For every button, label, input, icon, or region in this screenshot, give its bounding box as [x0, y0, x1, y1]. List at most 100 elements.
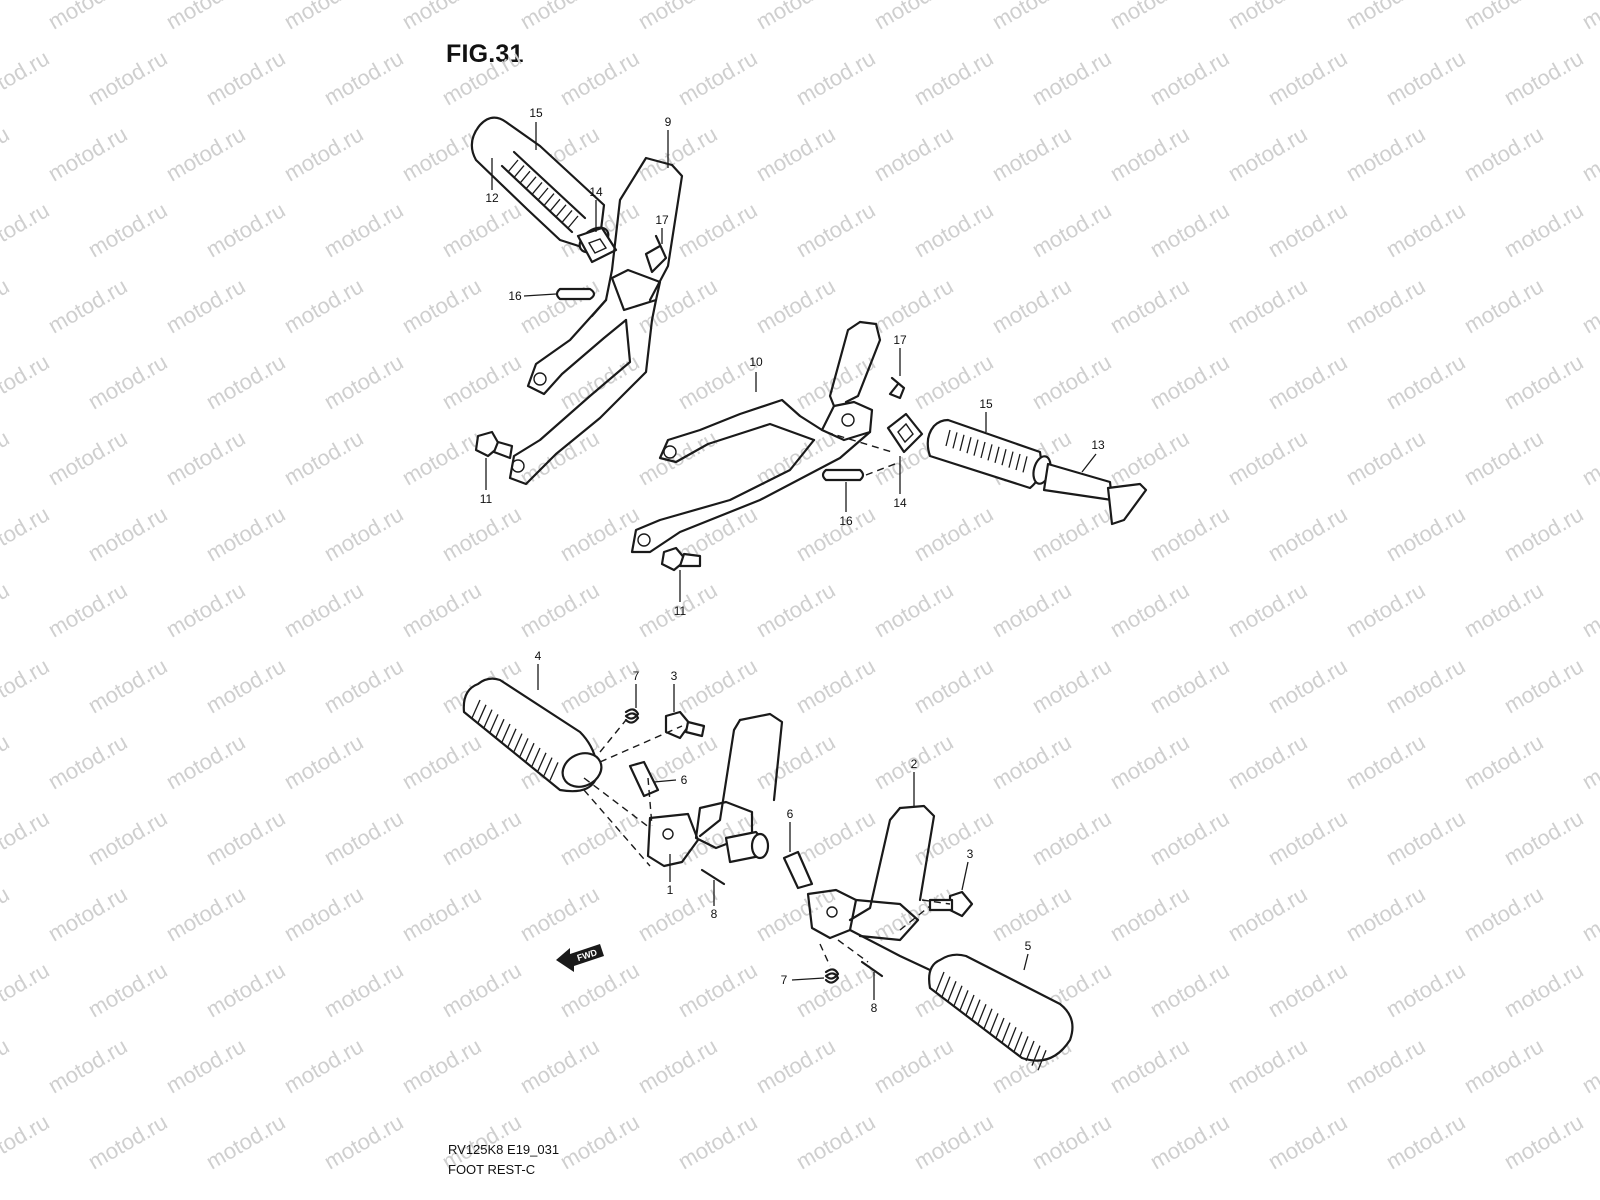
figure-title: FIG.31: [446, 40, 524, 68]
watermark-text: motod.ru: [438, 45, 526, 110]
watermark-text: motod.ru: [1342, 577, 1430, 642]
watermark-text: motod.ru: [1382, 805, 1470, 870]
watermark-text: motod.ru: [398, 881, 486, 946]
watermark-text: motod.ru: [1224, 577, 1312, 642]
callout-8-right: 8: [871, 1001, 878, 1015]
watermark-text: motod.ru: [792, 45, 880, 110]
split-pin-right: [860, 960, 884, 978]
watermark-text: motod.ru: [1224, 273, 1312, 338]
watermark-text: motod.ru: [1342, 425, 1430, 490]
callout-11-right: 11: [674, 604, 687, 618]
watermark-text: motod.ru: [162, 425, 250, 490]
watermark-text: motod.ru: [988, 0, 1076, 34]
watermark-text: motod.ru: [1028, 45, 1116, 110]
watermark-text: motod.ru: [792, 1109, 880, 1174]
callout-3-right: 3: [967, 847, 974, 861]
watermark-text: motod.ru: [320, 45, 408, 110]
watermark-text: motod.ru: [634, 0, 722, 34]
bolt-front-right: [928, 890, 974, 918]
watermark-text: motod.ru: [84, 197, 172, 262]
forward-arrow-icon: FWD: [556, 944, 604, 972]
rear-right-footrest-assembly: [630, 320, 1148, 572]
watermark-text: motod.ru: [870, 577, 958, 642]
front-footrest-rubber-left: [462, 677, 603, 793]
watermark-text: motod.ru: [162, 729, 250, 794]
watermark-text: motod.ru: [910, 653, 998, 718]
watermark-text: motod.ru: [44, 1033, 132, 1098]
pin-front-right: [782, 850, 814, 890]
callout-1: 1: [667, 883, 674, 897]
watermark-text: motod.ru: [634, 273, 722, 338]
pivot-pin-right: [821, 468, 865, 482]
watermark-text: motod.ru: [162, 881, 250, 946]
watermark-text: motod.ru: [674, 197, 762, 262]
watermark-text: motod.ru: [1028, 349, 1116, 414]
watermark-text: motod.ru: [320, 957, 408, 1022]
watermark-text: motod.ru: [162, 1033, 250, 1098]
watermark-text: motod.ru: [1028, 501, 1116, 566]
watermark-text: motod.ru: [0, 349, 53, 414]
watermark-text: motod.ru: [162, 0, 250, 34]
watermark-text: motod.ru: [280, 881, 368, 946]
watermark-text: motod.ru: [634, 1033, 722, 1098]
watermark-text: motod.ru: [674, 1109, 762, 1174]
watermark-text: motod.ru: [988, 577, 1076, 642]
watermark-text: motod.ru: [202, 1109, 290, 1174]
watermark-text: motod.ru: [752, 1033, 840, 1098]
watermark-text: motod.ru: [280, 0, 368, 34]
watermark-text: motod.ru: [1028, 197, 1116, 262]
watermark-text: motod.ru: [1578, 729, 1600, 794]
watermark-text: motod.ru: [556, 501, 644, 566]
watermark-text: motod.ru: [1460, 729, 1548, 794]
watermark-text: motod.ru: [870, 121, 958, 186]
watermark-text: motod.ru: [320, 197, 408, 262]
watermark-text: motod.ru: [1264, 45, 1352, 110]
callout-3-left: 3: [671, 669, 678, 683]
callout-12: 12: [485, 191, 499, 205]
watermark-text: motod.ru: [280, 729, 368, 794]
watermark-text: motod.ru: [1578, 273, 1600, 338]
watermark-text: motod.ru: [1460, 881, 1548, 946]
watermark-text: motod.ru: [870, 273, 958, 338]
watermark-text: motod.ru: [0, 1033, 13, 1098]
watermark-text: motod.ru: [1028, 1109, 1116, 1174]
watermark-text: motod.ru: [1106, 273, 1194, 338]
watermark-text: motod.ru: [1460, 425, 1548, 490]
watermark-text: motod.ru: [1500, 805, 1588, 870]
front-footrest-rubber-right: [928, 953, 1074, 1071]
watermark-text: motod.ru: [398, 729, 486, 794]
watermark-text: motod.ru: [634, 425, 722, 490]
watermark-text: motod.ru: [1146, 805, 1234, 870]
watermark-text: motod.ru: [674, 957, 762, 1022]
watermark-text: motod.ru: [1264, 501, 1352, 566]
watermark-text: motod.ru: [556, 45, 644, 110]
drawing-code: RV125K8 E19_031: [448, 1142, 560, 1157]
watermark-text: motod.ru: [870, 0, 958, 34]
watermark-text: motod.ru: [0, 729, 13, 794]
spring-clip-right: [888, 376, 906, 400]
pivot-pin-left: [555, 287, 596, 301]
watermark-text: motod.ru: [988, 121, 1076, 186]
watermark-text: motod.ru: [1500, 653, 1588, 718]
spring-left: [624, 708, 640, 724]
watermark-text: motod.ru: [516, 0, 604, 34]
watermark-text: motod.ru: [870, 881, 958, 946]
watermark-text: motod.ru: [556, 805, 644, 870]
watermark-text: motod.ru: [280, 425, 368, 490]
watermark-text: motod.ru: [202, 45, 290, 110]
spring-clip-left: [644, 234, 668, 274]
watermark-text: motod.ru: [438, 957, 526, 1022]
watermark-text: motod.ru: [202, 501, 290, 566]
watermark-text: motod.ru: [1106, 729, 1194, 794]
callout-13: 13: [1091, 438, 1105, 452]
callout-leaders: [485, 122, 1097, 1000]
washer-right: [886, 412, 924, 454]
watermark-text: motod.ru: [0, 881, 13, 946]
watermark-text: motod.ru: [1500, 349, 1588, 414]
watermark-text: motod.ru: [1146, 501, 1234, 566]
watermark-text: motod.ru: [0, 1109, 53, 1174]
watermark-text: motod.ru: [202, 805, 290, 870]
watermark-text: motod.ru: [44, 0, 132, 34]
drawing-name: FOOT REST-C: [448, 1162, 536, 1177]
callout-4: 4: [535, 649, 542, 663]
